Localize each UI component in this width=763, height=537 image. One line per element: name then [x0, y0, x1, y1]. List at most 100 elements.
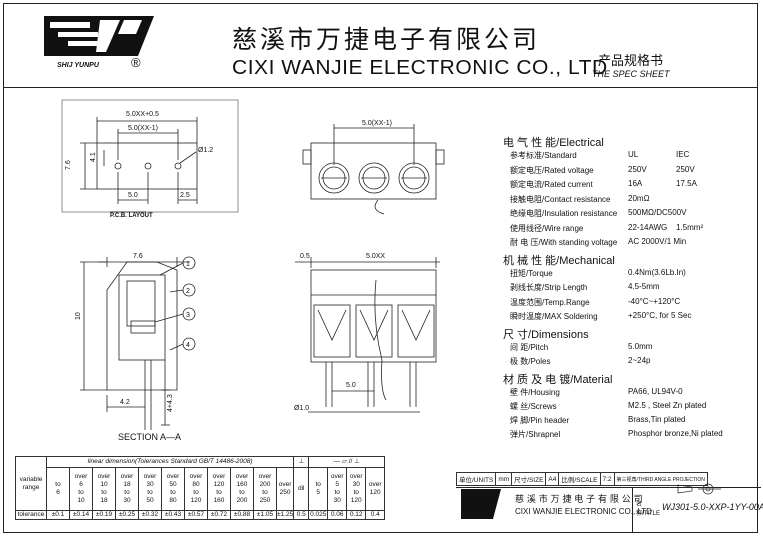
projection-label: 第三视角/THIRD ANGLE PROJECTION — [613, 472, 708, 486]
spec-title-en: THE SPEC SHEET — [592, 69, 670, 79]
units-value: mm — [495, 472, 513, 486]
callout-4: 4 — [186, 342, 190, 349]
spec-value: 22-14AWG — [628, 222, 668, 232]
pcb-hole: Ø1.2 — [198, 147, 213, 154]
callout-3: 3 — [186, 312, 190, 319]
spec-value: PA66, UL94V-0 — [628, 386, 683, 396]
title-block-company-cn: 慈 溪 市 万 捷 电 子 有 限 公 司 — [515, 495, 643, 505]
spec-label: 温度范围/Temp.Range — [510, 297, 590, 307]
scale-label: 比例/SCALE — [558, 472, 601, 486]
tolerance-value: ±1.05 — [253, 510, 277, 520]
spec-label: 使用线径/Wire range — [510, 223, 584, 233]
spec-value: 250V — [628, 164, 647, 174]
callout-2: 2 — [186, 288, 190, 295]
size-value: A4 — [545, 472, 560, 486]
company-name-cn: 慈溪市万捷电子有限公司 — [232, 25, 541, 54]
front-pin: Ø1.0 — [294, 405, 309, 412]
spec-value: 0.4Nm(3.6Lb.In) — [628, 267, 686, 277]
spec-label: 瞬时温度/MAX Soldering — [510, 312, 598, 321]
angle-range-cell: over 120 — [365, 467, 386, 511]
callout-1: 1 — [186, 261, 190, 268]
spec-value: Brass,Tin plated — [628, 414, 686, 424]
section-label: SECTION A—A — [118, 432, 181, 442]
spec-value: 20mΩ — [628, 193, 650, 203]
angle-tolerance-value: 0.06 — [327, 510, 348, 520]
spec-label: 接触电阻/Contact resistance — [510, 194, 611, 204]
title-label: 名称/TITLE — [636, 502, 661, 517]
spec-value: AC 2000V/1 Min — [628, 237, 687, 246]
pcb-dim-inner: 5.0(XX-1) — [128, 125, 158, 132]
pcb-dim-small: 4.1 — [90, 152, 97, 162]
spec-value: 16A — [628, 179, 643, 188]
spec-label: 额定电压/Rated voltage — [510, 165, 594, 175]
angle-symbols: — ▱ // ⊥ — [308, 456, 386, 468]
company-name-en: CIXI WANJIE ELECTRONIC CO., LTD — [232, 57, 608, 79]
spec-value-2: 250V — [676, 164, 695, 174]
tolerance-value: ±0.88 — [230, 510, 254, 520]
front-dim-left: 0.5 — [300, 253, 310, 260]
spec-value: M2.5 , Steel Zn plated — [628, 400, 707, 410]
spec-label: 壁 件/Housing — [510, 387, 560, 397]
tolerance-value: ±1.25 — [275, 510, 295, 520]
spec-label: 剥线长度/Strip Length — [510, 283, 588, 292]
angle-range-cell: over 5 to 30 — [327, 467, 348, 511]
title-block-units: 单位/UNITS mm 尺寸/SIZE A4 比例/SCALE 7:2 第三视角… — [455, 472, 708, 486]
scale-value: 7:2 — [599, 472, 615, 486]
tolerance-value: ±0.32 — [138, 510, 162, 520]
tolerance-value: ±0.19 — [92, 510, 116, 520]
spec-heading: 电 气 性 能/Electrical — [503, 137, 604, 149]
angle-range-cell: to 5 — [308, 467, 329, 511]
range-cell-over250: over 250 — [275, 467, 295, 511]
title-block-rule-v — [632, 487, 633, 533]
range-cell: over 200 to 250 — [253, 467, 277, 511]
range-cell: over 80 to 120 — [184, 467, 208, 511]
pcb-pitch: 5.0 — [128, 192, 138, 199]
spec-heading: 材 质 及 电 镀/Material — [503, 373, 613, 386]
dil-label: dil — [293, 467, 310, 511]
spec-label: 扭矩/Torque — [510, 268, 553, 278]
range-cell: over 160 to 200 — [230, 467, 254, 511]
spec-label: 参考标准/Standard — [510, 151, 577, 160]
range-cell: over 120 to 160 — [207, 467, 231, 511]
size-label: 尺寸/SIZE — [511, 472, 547, 486]
range-cell: over 50 to 80 — [161, 467, 185, 511]
spec-label: 耐 电 压/With standing voltage — [510, 238, 618, 247]
spec-value: -40°C~+120°C — [628, 296, 681, 306]
angle-tolerance-value: 0.5 — [293, 510, 310, 520]
spec-value-2: 17.5A — [676, 179, 697, 188]
range-label: variable range — [15, 456, 47, 511]
range-cell: over 30 to 50 — [138, 467, 162, 511]
sec-dim-pin: 4+4.3 — [167, 394, 174, 412]
spec-value: 4.5-5mm — [628, 282, 660, 291]
third-angle-symbol — [677, 483, 721, 495]
tolerance-value: ±0.14 — [69, 510, 93, 520]
drawing-frame — [3, 3, 758, 533]
title-block-company-en: CIXI WANJIE ELECTRONIC CO., LTD — [515, 507, 652, 516]
spec-label: 螺 丝/Screws — [510, 401, 557, 411]
tolerance-value: ±0.43 — [161, 510, 185, 520]
spec-heading: 机 械 性 能/Mechanical — [503, 254, 615, 267]
top-dim: 5.0(XX-1) — [362, 120, 392, 127]
pcb-layout-label: P.C.B. LAYOUT — [110, 213, 153, 219]
spec-value-2: 1.5mm² — [676, 222, 704, 232]
tolerance-value: ±0.1 — [46, 510, 70, 520]
spec-title-cn: 产品规格书 — [598, 54, 664, 69]
sec-dim-width: 7.6 — [133, 253, 143, 260]
spec-value: 2~24p — [628, 356, 651, 365]
range-cell: over 6 to 10 — [69, 467, 93, 511]
tolerance-table: variable range linear dimension(Toleranc… — [15, 456, 386, 520]
angle-symbol-0: ⊥ — [293, 456, 310, 468]
registered-mark: ® — [131, 55, 141, 70]
front-dim-total: 5.0XX — [366, 253, 385, 260]
units-label: 单位/UNITS — [455, 472, 497, 486]
pcb-dim-top: 5.0XX+0.5 — [126, 111, 159, 118]
pcb-edge: 2.5 — [180, 192, 190, 199]
spec-value: Phosphor bronze,Ni plated — [628, 428, 723, 438]
spec-value-2: IEC — [676, 150, 690, 159]
spec-label: 弹片/Shrapnel — [510, 429, 561, 439]
tol-label: tolerance — [15, 510, 47, 520]
angle-tolerance-value: 0.025 — [308, 510, 329, 520]
tolerance-value: ±0.57 — [184, 510, 208, 520]
spec-label: 额定电流/Rated current — [510, 180, 593, 189]
part-number: WJ301-5.0-XXP-1YY-00A — [662, 502, 763, 512]
